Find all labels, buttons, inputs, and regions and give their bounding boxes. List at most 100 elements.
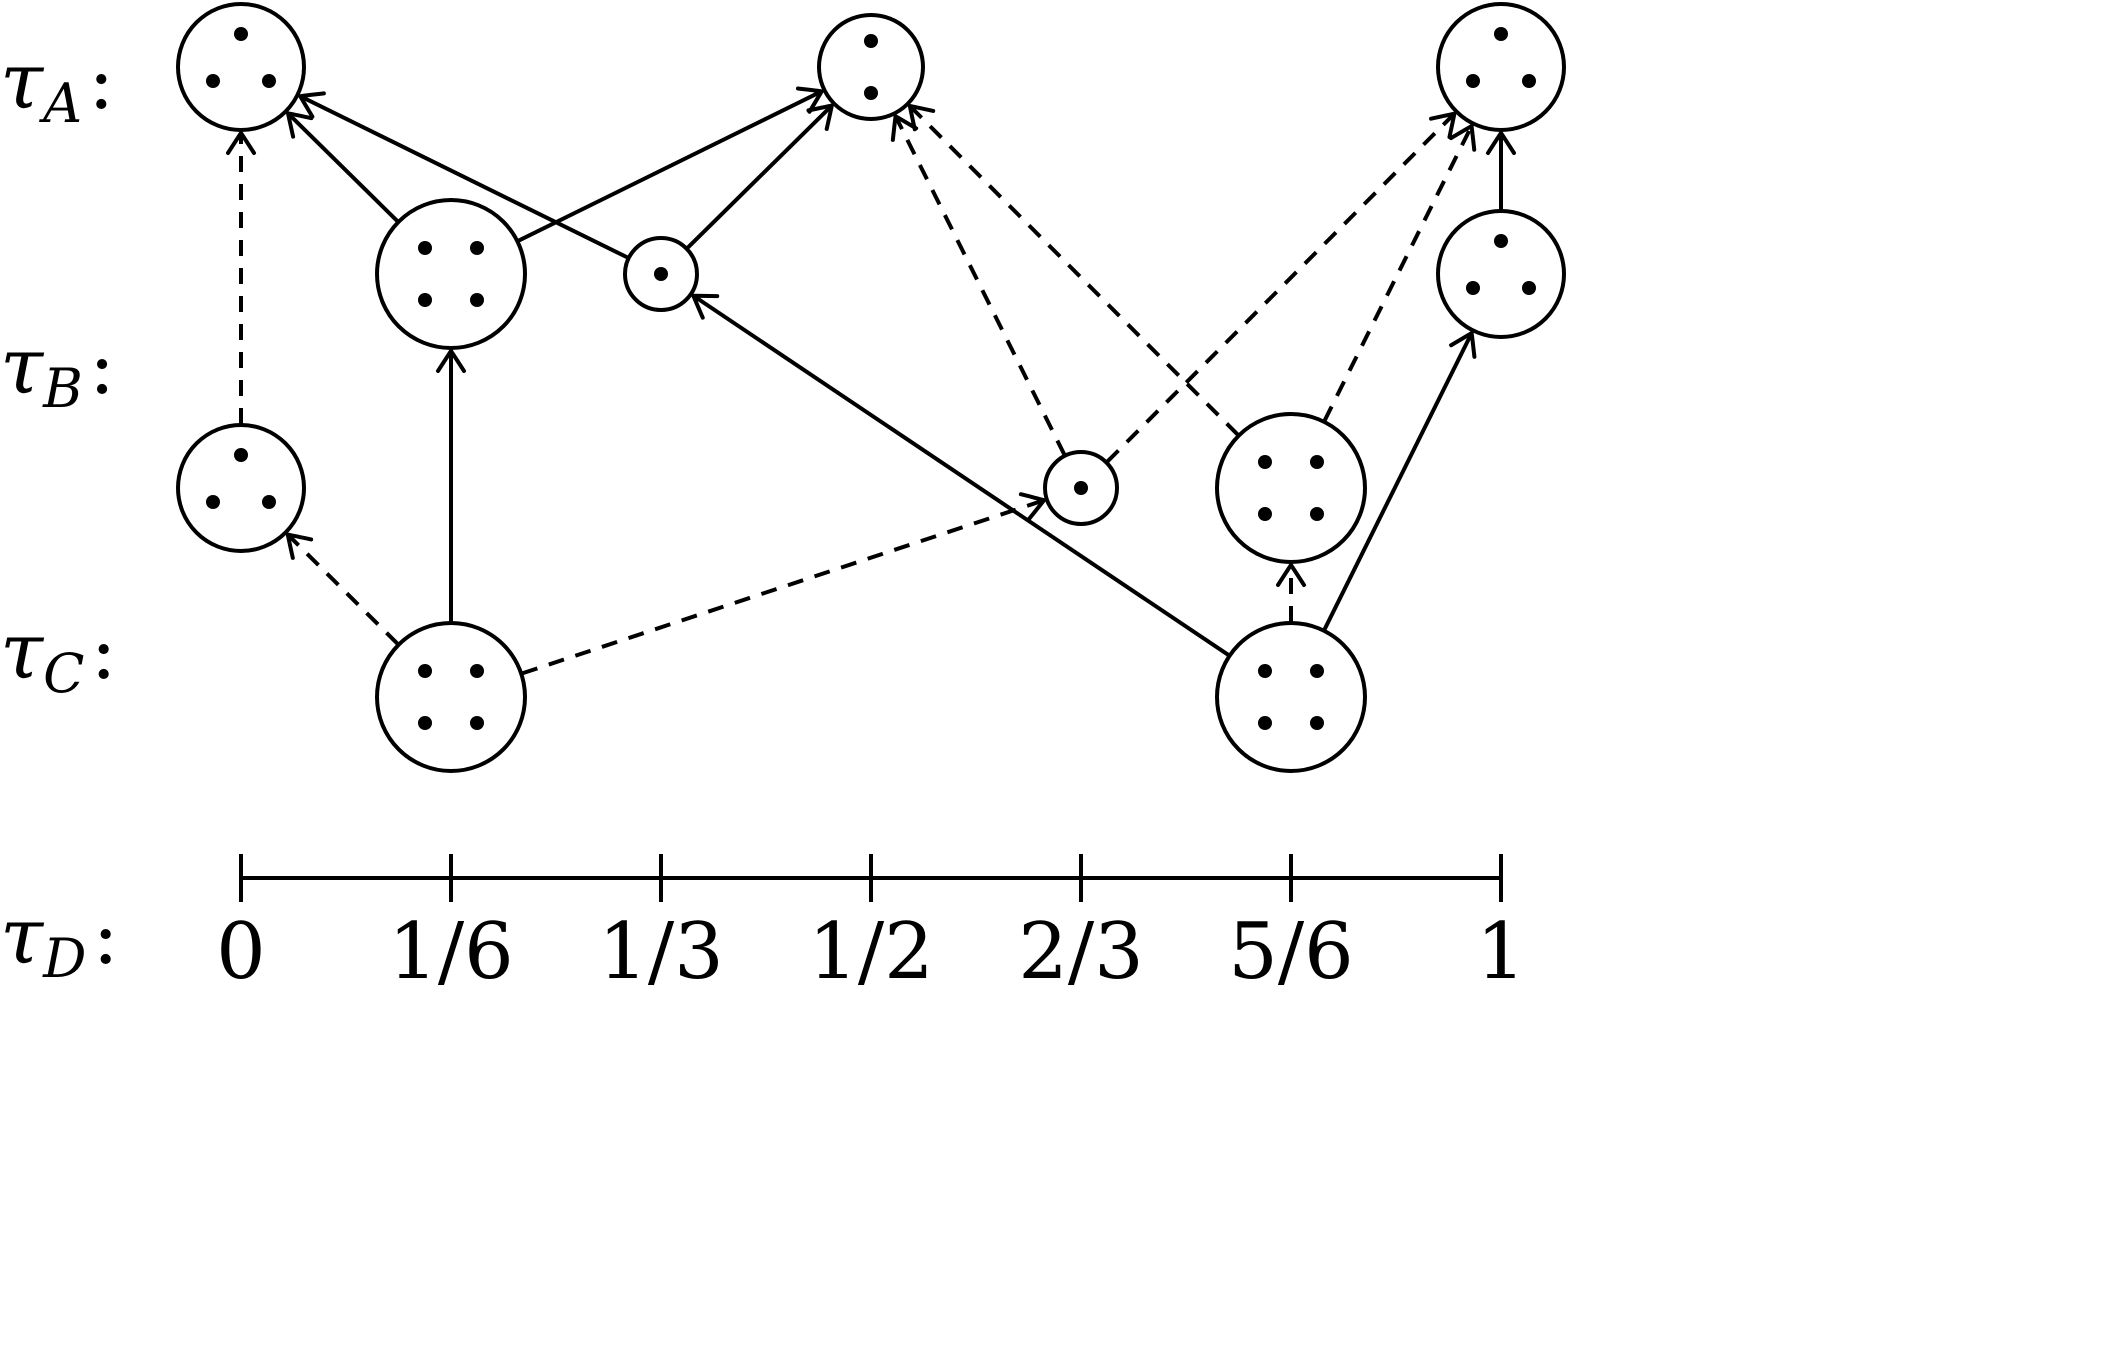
node-a1 [1436, 2, 1566, 132]
edge-arrowhead [1276, 561, 1306, 587]
edge-arrowhead [1429, 111, 1457, 140]
node-b16 [375, 198, 528, 350]
node-dot [1494, 234, 1508, 248]
node-circle [1214, 412, 1367, 564]
edge-c56-to-a1 [1322, 122, 1477, 422]
edge-line [893, 115, 1067, 456]
edge-b13-to-a12 [685, 103, 835, 250]
time-axis [239, 854, 1503, 902]
node-circle [176, 423, 306, 553]
node-circle [176, 2, 306, 132]
edge-d56-to-b13 [690, 293, 1230, 657]
edge-d16-to-c0 [285, 532, 400, 646]
tick-label-5-6: 5/6 [1228, 907, 1354, 997]
node-dot [864, 86, 878, 100]
edge-line [286, 111, 399, 223]
edge-b16-to-a12 [517, 86, 825, 243]
edge-d56-to-c56 [1276, 561, 1306, 622]
edge-b13-to-a0 [296, 91, 629, 260]
edge-d16-to-b16 [436, 347, 467, 622]
node-dot [418, 664, 433, 678]
node-dot [1466, 74, 1480, 88]
node-b1 [1436, 209, 1566, 339]
node-circle [375, 198, 528, 350]
edges-layer [226, 86, 1516, 676]
node-dot [418, 293, 433, 307]
edge-line [1105, 112, 1456, 464]
edge-c23-to-a1 [1105, 111, 1457, 464]
node-dot [1309, 664, 1324, 678]
node-a0 [176, 2, 306, 132]
node-dot [206, 495, 220, 509]
edge-b16-to-a0 [285, 110, 399, 223]
edge-arrowhead [907, 103, 936, 132]
edge-arrowhead [1448, 122, 1477, 152]
tick-label-1-6: 1/6 [388, 907, 514, 997]
row-label-c: τC: [0, 607, 117, 705]
node-dot [1522, 74, 1536, 88]
node-dot [234, 27, 248, 41]
node-dot [1309, 455, 1324, 469]
edge-arrowhead [890, 112, 919, 142]
edge-line [521, 498, 1045, 676]
node-dot [1257, 664, 1272, 678]
node-dot [234, 448, 248, 462]
node-dot [1257, 455, 1272, 469]
edge-arrowhead [285, 532, 314, 560]
node-dot [1522, 281, 1536, 295]
edge-arrowhead [1018, 492, 1048, 521]
node-dot [1309, 716, 1324, 730]
edge-arrowhead [690, 293, 720, 320]
edge-arrowhead [1486, 129, 1516, 155]
node-dot [864, 34, 878, 48]
node-dot [418, 241, 433, 255]
edge-arrowhead [226, 129, 256, 155]
node-dot [262, 74, 276, 88]
node-dot [418, 716, 433, 730]
nodes-layer [176, 2, 1566, 773]
row-label-d: τD: [0, 892, 119, 990]
edge-line [908, 104, 1240, 437]
tick-labels: 0 1/6 1/3 1/2 2/3 5/6 1 [216, 907, 1526, 997]
node-dot [470, 664, 485, 678]
node-dot [1074, 481, 1089, 495]
row-labels: τA: τB: τC: τD: [0, 37, 119, 990]
edge-d56-to-b1 [1322, 329, 1477, 631]
node-dot [1257, 507, 1272, 521]
node-c23 [1043, 450, 1120, 526]
edge-d16-to-c23 [521, 492, 1048, 676]
tick-label-0: 0 [216, 907, 266, 997]
node-dot [1494, 27, 1508, 41]
node-dot [1257, 716, 1272, 730]
edge-c56-to-a12 [907, 103, 1240, 437]
tick-label-1-2: 1/2 [808, 907, 934, 997]
tick-label-1: 1 [1476, 907, 1526, 997]
node-circle [1436, 2, 1566, 132]
row-label-a: τA: [0, 37, 114, 135]
node-circle [1436, 209, 1566, 339]
edge-line [286, 533, 400, 646]
node-dot [1466, 281, 1480, 295]
node-b13 [622, 236, 699, 312]
node-d56 [1214, 621, 1367, 773]
edge-line [299, 94, 629, 260]
edge-line [685, 104, 834, 250]
edge-line [1322, 332, 1474, 631]
node-circle [817, 13, 925, 121]
node-c0 [176, 423, 306, 553]
edge-arrowhead [795, 86, 825, 114]
node-c56 [1214, 412, 1367, 564]
edge-line [692, 294, 1230, 657]
node-dot [470, 716, 485, 730]
edge-b1-to-a1 [1486, 129, 1516, 210]
node-dot [470, 293, 485, 307]
edge-arrowhead [1449, 329, 1477, 359]
edge-arrowhead [285, 110, 314, 139]
node-dot [262, 495, 276, 509]
node-circle [1214, 621, 1367, 773]
node-d16 [375, 621, 528, 773]
node-dot [206, 74, 220, 88]
tick-label-1-3: 1/3 [598, 907, 724, 997]
node-dot [1309, 507, 1324, 521]
